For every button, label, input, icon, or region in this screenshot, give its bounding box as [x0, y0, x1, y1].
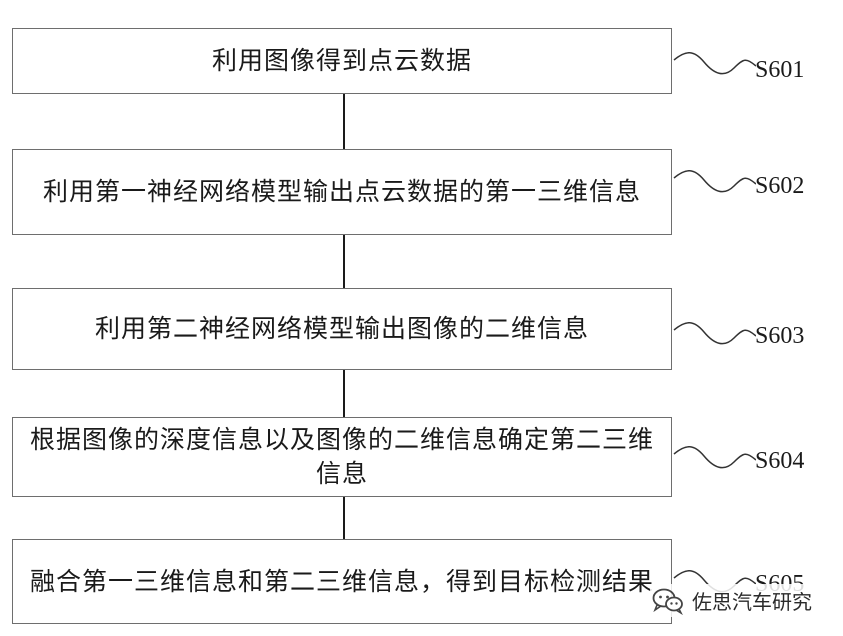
watermark: 佐思汽车研究 — [650, 584, 818, 617]
step-box-s605: 融合第一三维信息和第二三维信息，得到目标检测结果 — [12, 539, 672, 624]
step-label-s601: S601 — [755, 57, 805, 83]
leader-line-s603 — [673, 322, 756, 345]
step-label-s603: S603 — [755, 323, 805, 349]
connector-1-2 — [343, 94, 345, 149]
connector-2-3 — [343, 235, 345, 288]
leader-line-s604 — [673, 446, 756, 469]
step-box-s602: 利用第一神经网络模型输出点云数据的第一三维信息 — [12, 149, 672, 235]
step-text-s602: 利用第一神经网络模型输出点云数据的第一三维信息 — [42, 177, 641, 206]
step-text-s601: 利用图像得到点云数据 — [211, 46, 472, 75]
wechat-icon — [652, 588, 683, 615]
step-label-s602: S602 — [755, 173, 805, 199]
step-text-s604: 根据图像的深度信息以及图像的二维信息确定第二三维信息 — [29, 425, 654, 488]
step-box-s601: 利用图像得到点云数据 — [12, 28, 672, 94]
leader-line-s602 — [673, 170, 756, 193]
watermark-text: 佐思汽车研究 — [692, 590, 812, 614]
leader-line-s601 — [673, 52, 756, 75]
connector-3-4 — [343, 370, 345, 417]
step-text-s603: 利用第二神经网络模型输出图像的二维信息 — [94, 314, 589, 343]
step-box-s604: 根据图像的深度信息以及图像的二维信息确定第二三维信息 — [12, 417, 672, 497]
step-label-s604: S604 — [755, 448, 805, 474]
step-box-s603: 利用第二神经网络模型输出图像的二维信息 — [12, 288, 672, 370]
connector-4-5 — [343, 497, 345, 539]
step-text-s605: 融合第一三维信息和第二三维信息，得到目标检测结果 — [29, 566, 654, 596]
